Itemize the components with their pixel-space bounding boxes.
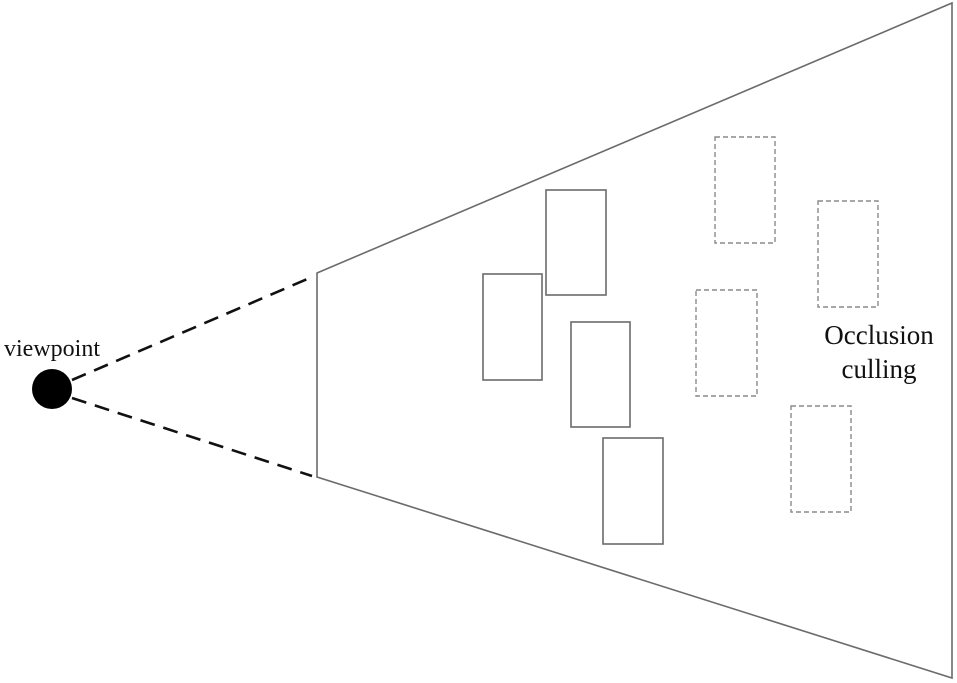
culled-object-box xyxy=(695,289,758,397)
occlusion-label-line2: culling xyxy=(841,354,917,384)
visible-objects xyxy=(482,189,664,545)
culled-objects xyxy=(695,136,879,513)
viewpoint-label: viewpoint xyxy=(4,336,100,362)
visible-object-box xyxy=(570,321,631,428)
sight-lines xyxy=(71,275,313,478)
upper-sight-line xyxy=(71,275,313,382)
occlusion-culling-label: Occlusion culling xyxy=(808,318,950,386)
visible-object-box xyxy=(602,437,664,545)
view-frustum xyxy=(316,1,953,680)
culled-object-box xyxy=(817,200,879,308)
culled-object-box xyxy=(714,136,776,244)
visible-object-box xyxy=(482,273,543,381)
occlusion-label-line1: Occlusion xyxy=(824,320,934,350)
visible-object-box xyxy=(545,189,607,296)
viewpoint-dot xyxy=(32,369,72,409)
culled-object-box xyxy=(790,405,852,513)
lower-sight-line xyxy=(71,396,313,478)
